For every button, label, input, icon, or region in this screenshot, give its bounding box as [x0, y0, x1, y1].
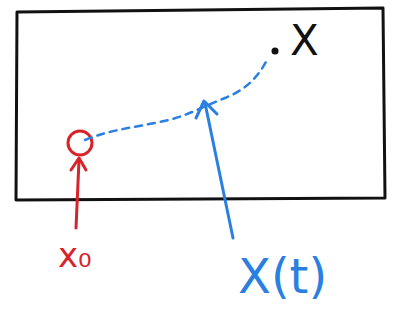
start-label: x₀ [58, 238, 92, 272]
domain-rectangle [16, 8, 385, 200]
end-point-label: X [290, 20, 319, 62]
start-circle [68, 131, 92, 155]
trajectory-pointer-head [196, 101, 217, 118]
start-pointer-line [76, 160, 79, 228]
path-trajectory [85, 58, 268, 140]
trajectory-pointer-line [205, 103, 233, 238]
start-pointer-head [71, 158, 86, 170]
end-point [272, 48, 279, 55]
trajectory-label: X(t) [238, 252, 327, 300]
